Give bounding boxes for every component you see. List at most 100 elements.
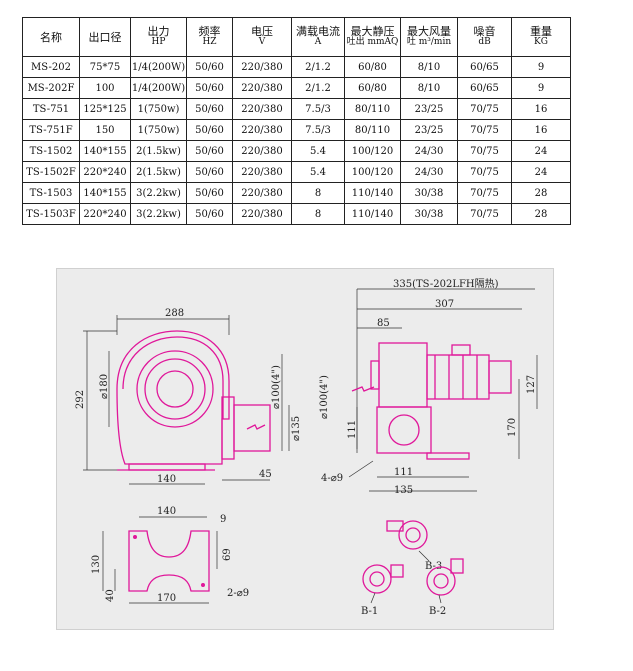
table-cell: 8/10 xyxy=(400,77,458,99)
table-cell: 110/140 xyxy=(344,203,401,225)
table-cell: 70/75 xyxy=(457,161,512,183)
table-cell: 60/65 xyxy=(457,56,512,78)
table-cell: 23/25 xyxy=(400,119,458,141)
table-cell: 150 xyxy=(79,119,131,141)
table-cell: 50/60 xyxy=(186,161,233,183)
table-cell: 140*155 xyxy=(79,140,131,162)
variant-b1: B-1 xyxy=(361,564,404,617)
table-cell: 1/4(200W) xyxy=(130,56,187,78)
label-b3: B-3 xyxy=(425,561,442,572)
dim-base-holes: 2-⌀9 xyxy=(227,588,249,599)
table-cell: 70/75 xyxy=(457,182,512,204)
b1-outlet xyxy=(390,564,404,578)
table-cell: 60/80 xyxy=(344,77,401,99)
dim-holes: 4-⌀9 xyxy=(321,473,343,484)
table-cell: 220*240 xyxy=(79,203,131,225)
table-cell: 9 xyxy=(511,56,571,78)
b3-outlet xyxy=(386,520,404,532)
dim-307: 307 xyxy=(435,299,454,310)
table-cell: 24 xyxy=(511,140,571,162)
table-cell: 75*75 xyxy=(79,56,131,78)
col-header: 出口径 xyxy=(79,17,131,57)
table-cell: 5.4 xyxy=(291,161,345,183)
table-cell: 2(1.5kw) xyxy=(130,140,187,162)
dim-dia180: ⌀180 xyxy=(99,374,110,399)
table-cell: 8/10 xyxy=(400,56,458,78)
table-cell: 23/25 xyxy=(400,98,458,120)
leader-line xyxy=(348,460,374,478)
motor-body xyxy=(426,354,490,400)
front-housing xyxy=(116,330,230,465)
dim-288: 288 xyxy=(165,308,184,319)
variant-b2: B-2 xyxy=(426,558,464,617)
leader-line xyxy=(418,550,430,562)
table-cell: 1/4(200W) xyxy=(130,77,187,99)
dim-140: 140 xyxy=(157,474,176,485)
table-cell: 3(2.2kw) xyxy=(130,182,187,204)
front-view: 288 292 ⌀180 ⌀100(4") ⌀135 140 45 xyxy=(75,308,302,485)
table-cell: 220/380 xyxy=(232,119,292,141)
table-cell: 50/60 xyxy=(186,77,233,99)
impeller-circle-outer xyxy=(136,350,214,428)
outlet-flange xyxy=(221,396,235,460)
dim-292: 292 xyxy=(75,390,86,409)
table-cell: TS-1503F xyxy=(22,203,80,225)
table-cell: TS-751F xyxy=(22,119,80,141)
col-header: 最大静压吐出 mmAQ xyxy=(344,17,401,57)
dim-135-side: 135 xyxy=(394,485,413,496)
dim-outlet-dia: ⌀100(4") xyxy=(271,365,282,409)
table-cell: 220/380 xyxy=(232,56,292,78)
table-cell: 80/110 xyxy=(344,119,401,141)
table-cell: 220/380 xyxy=(232,77,292,99)
table-cell: 2/1.2 xyxy=(291,56,345,78)
table-cell: 100/120 xyxy=(344,161,401,183)
inlet-arrow xyxy=(351,386,375,392)
table-cell: 3(2.2kw) xyxy=(130,203,187,225)
side-inlet xyxy=(370,360,380,390)
base-plate-outline xyxy=(128,530,210,592)
table-cell: 70/75 xyxy=(457,203,512,225)
base-view: 140 9 69 130 40 170 2-⌀9 xyxy=(91,506,249,604)
dim-111-h: 111 xyxy=(394,467,413,478)
table-cell: 60/80 xyxy=(344,56,401,78)
table-cell: 7.5/3 xyxy=(291,119,345,141)
table-cell: 24 xyxy=(511,161,571,183)
table-cell: 220/380 xyxy=(232,98,292,120)
table-cell: 70/75 xyxy=(457,140,512,162)
variant-b3: B-3 xyxy=(386,520,442,572)
impeller-eye xyxy=(156,370,194,408)
table-cell: 50/60 xyxy=(186,203,233,225)
dim-9: 9 xyxy=(220,514,226,525)
table-cell: 8 xyxy=(291,203,345,225)
table-cell: 28 xyxy=(511,182,571,204)
table-cell: 60/65 xyxy=(457,77,512,99)
table-cell: 220/380 xyxy=(232,203,292,225)
table-cell: TS-1502 xyxy=(22,140,80,162)
table-cell: 50/60 xyxy=(186,182,233,204)
table-cell: 220*240 xyxy=(79,161,131,183)
table-cell: 30/38 xyxy=(400,182,458,204)
table-cell: 2(1.5kw) xyxy=(130,161,187,183)
table-cell: 28 xyxy=(511,203,571,225)
b1-housing xyxy=(362,564,392,594)
motor-terminal-box xyxy=(451,344,471,356)
b3-eye xyxy=(405,527,421,543)
dim-130: 130 xyxy=(91,555,102,574)
table-cell: 50/60 xyxy=(186,140,233,162)
dim-69: 69 xyxy=(222,548,233,561)
table-cell: 5.4 xyxy=(291,140,345,162)
technical-drawing: 288 292 ⌀180 ⌀100(4") ⌀135 140 45 335(TS… xyxy=(75,277,538,617)
variant-thumbnails: B-3 B-1 B-2 xyxy=(361,520,464,617)
